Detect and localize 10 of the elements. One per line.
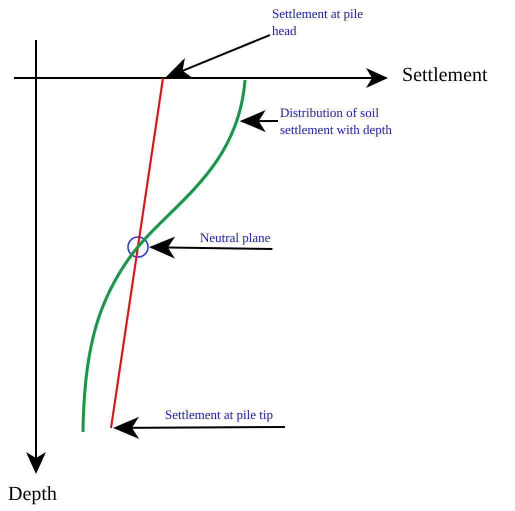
callout-text: Neutral plane (200, 229, 270, 246)
callout-text: Settlement at pile head (272, 5, 380, 39)
leader-arrow (240, 110, 278, 132)
axis-label: Settlement (402, 64, 488, 87)
leader-arrow (149, 236, 272, 259)
leader-arrow (165, 34, 270, 78)
callout-text: Distribution of soil settlement with depth (280, 104, 422, 138)
leader-arrow (113, 416, 285, 439)
axis-label: Depth (8, 483, 57, 506)
callout-text: Settlement at pile tip (165, 406, 273, 423)
